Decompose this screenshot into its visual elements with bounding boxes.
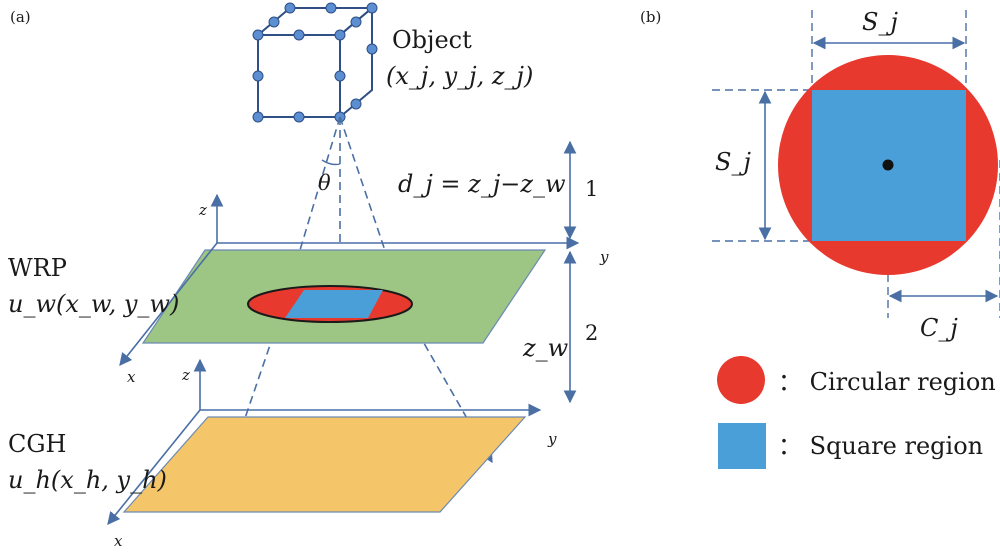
marker-2: 2 (585, 321, 598, 345)
zw-label: z_w (522, 334, 569, 362)
legend-circle-swatch (717, 356, 765, 404)
cgh-axis-x: x (114, 532, 123, 550)
cgh-label: CGH (8, 430, 66, 458)
distance-equation: d_j = z_j−z_w (398, 170, 566, 198)
panel-b-label: (b) (640, 8, 661, 26)
theta-label: θ (318, 171, 331, 195)
wrp-axis-y: y (599, 248, 609, 266)
cgh-axis-y: y (547, 430, 557, 448)
wrp-label: WRP (8, 254, 67, 282)
object-points (252, 2, 378, 123)
cgh-axes (107, 358, 542, 525)
cgh-field: u_h(x_h, y_h) (8, 466, 167, 494)
cgh-plane (122, 416, 527, 513)
object-coords: (x_j, y_j, z_j) (386, 62, 533, 90)
wrp-axes (119, 193, 580, 367)
wrp-square-region (285, 290, 383, 318)
cj-label: C_j (920, 314, 958, 342)
theta-arc (321, 159, 341, 166)
panel-a-label: (a) (10, 8, 31, 26)
object-label: Object (392, 26, 472, 54)
wrp-axis-z: z (198, 201, 207, 219)
legend-square-swatch (718, 423, 766, 469)
sj-top-label: S_j (862, 8, 898, 36)
legend-square-text: ： Square region (778, 432, 983, 460)
cgh-axis-z: z (181, 366, 190, 384)
marker-1: 1 (585, 177, 598, 201)
center-point (882, 159, 894, 171)
legend-circle-text: ： Circular region (778, 368, 996, 396)
wrp-field: u_w(x_w, y_w) (8, 290, 179, 318)
sj-left-label: S_j (715, 148, 751, 176)
wrp-axis-x: x (127, 368, 136, 386)
